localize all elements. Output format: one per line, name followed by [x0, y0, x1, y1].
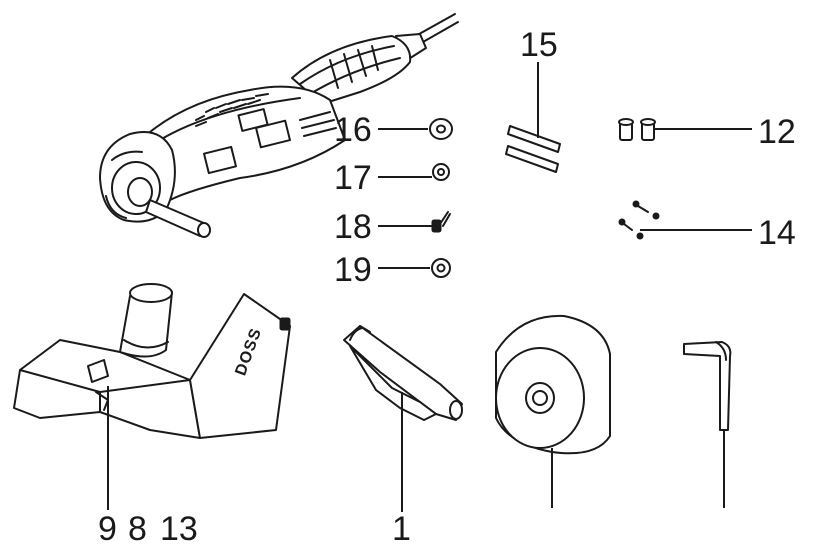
label-12: 12: [758, 113, 796, 151]
part-12-bolts: [618, 118, 656, 141]
label-15: 15: [520, 26, 558, 64]
label-16: 16: [334, 111, 372, 149]
label-13: 13: [160, 510, 198, 548]
label-9: 9: [98, 510, 117, 548]
part-18-screw: [431, 211, 451, 233]
label-8: 8: [128, 510, 147, 548]
hex-key: [683, 341, 732, 431]
part-14-screws: [618, 200, 660, 240]
label-14: 14: [758, 214, 796, 252]
label-18: 18: [334, 208, 372, 246]
dust-guard: DOSS: [13, 283, 291, 439]
label-19: 19: [334, 251, 372, 289]
label-17: 17: [334, 159, 372, 197]
part-1-clamp: [343, 325, 463, 421]
part-17-washer: [432, 163, 450, 181]
part-15-bars: [505, 125, 561, 173]
part-19-washer: [431, 258, 451, 278]
angle-grinder: [99, 13, 459, 238]
sanding-roll: [495, 314, 611, 455]
leader-lines: [107, 62, 752, 512]
part-16-washer: [429, 118, 453, 140]
label-1: 1: [392, 510, 411, 548]
